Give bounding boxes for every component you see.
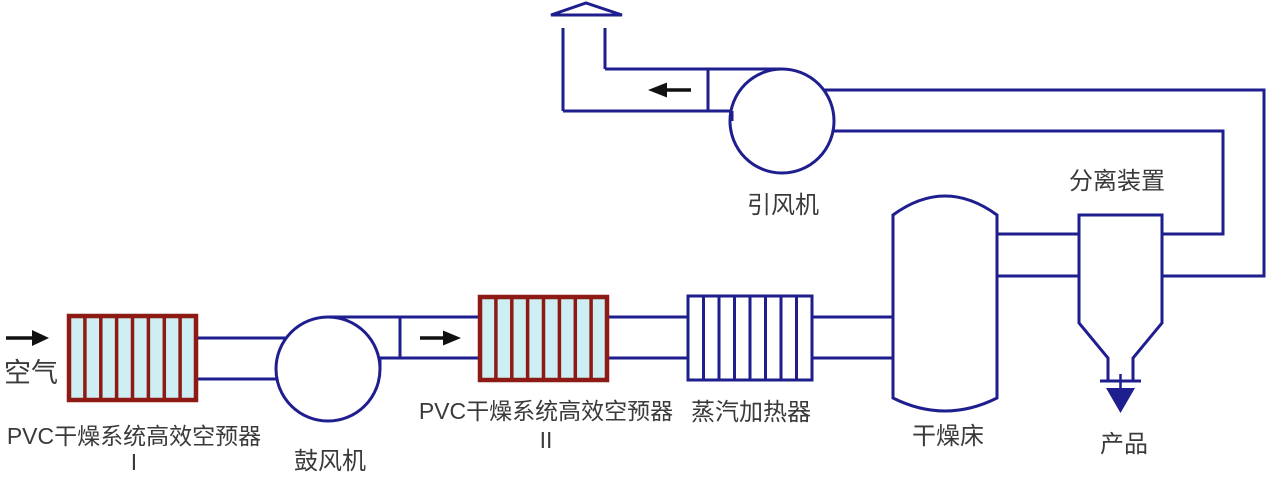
induced-fan-label: 引风机 [747,192,819,219]
blower-duct-arrow-icon [420,330,461,346]
pipe-separator-fan-inner [810,129,1225,236]
preheater-2-tubes [494,297,593,380]
preheater-2-label: PVC干燥系统高效空预器 [419,398,673,424]
preheater-1-label: PVC干燥系统高效空预器 [7,423,261,449]
exhaust-duct-arrow-icon [648,82,691,98]
preheater-2 [477,294,610,383]
fittings [378,69,734,370]
air-label: 空气 [4,358,58,388]
blower-label: 鼓风机 [294,448,366,475]
pipe-separator-fan-outer [800,88,1266,278]
drying-bed-vessel [891,194,999,413]
pipes [196,28,1266,381]
preheater-2-number: II [540,427,553,453]
blower-fan-body [274,315,382,423]
separator-label: 分离装置 [1069,168,1165,195]
steam-heater [686,294,814,382]
preheater-1 [66,313,199,403]
drying-bed-label: 干燥床 [912,423,984,450]
air-inlet-arrow-icon [6,330,49,346]
preheater-1-tubes [83,316,182,400]
preheater-1-number: I [131,449,137,475]
steam-heater-label: 蒸汽加热器 [691,399,811,426]
separator-body [1077,213,1164,383]
product-outlet-arrow-icon [1106,374,1135,413]
labels: 空气 PVC干燥系统高效空预器 I 鼓风机 PVC干燥系统高效空预器 II 蒸汽… [4,168,1165,475]
chimney-cap [550,1,623,17]
equipment [66,1,1164,423]
flow-arrows [6,82,1135,413]
induced-fan-body [728,67,836,175]
product-label: 产品 [1100,431,1148,458]
steam-heater-tubes [702,296,798,380]
